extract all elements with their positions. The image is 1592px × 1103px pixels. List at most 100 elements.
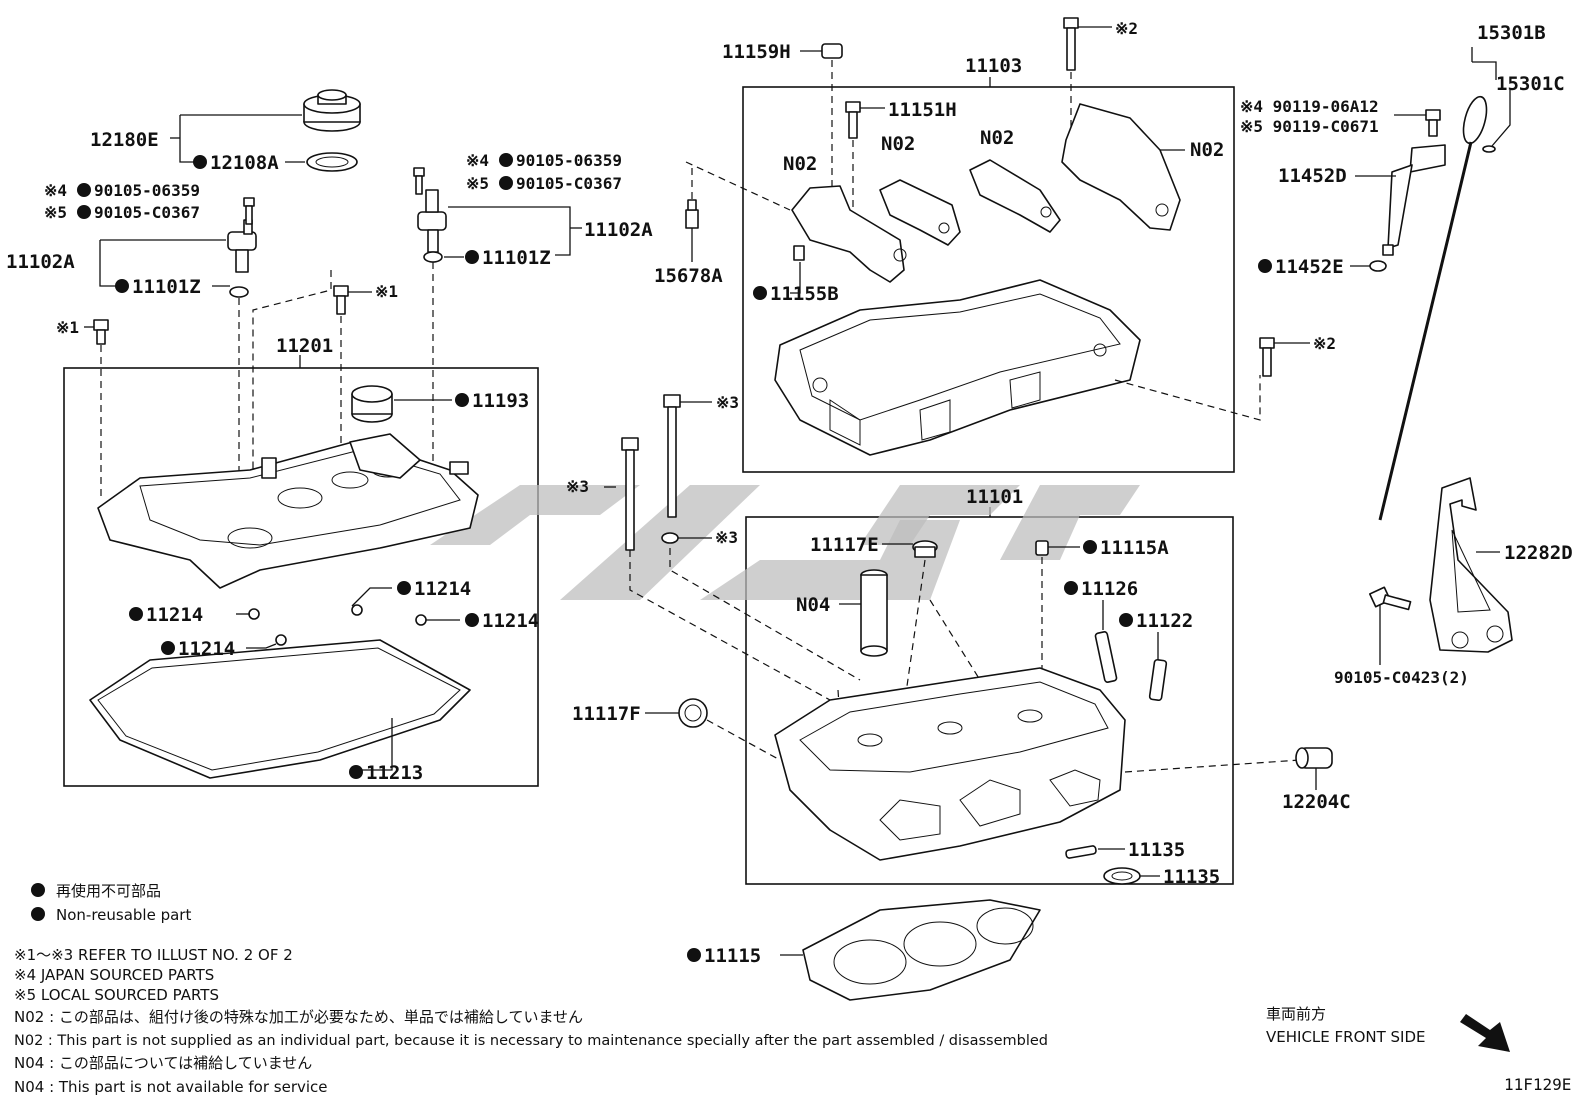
- nonreusable-dot-icon: [455, 393, 469, 407]
- vehicle-front-arrow-icon: [1460, 1014, 1510, 1052]
- pin-11135-icon: [1065, 845, 1097, 859]
- label-11101Z-right[interactable]: 11101Z: [482, 247, 551, 269]
- label-90119-C0671[interactable]: ※5 90119-C0671: [1240, 117, 1379, 136]
- oil-filler-cap-icon: [303, 89, 361, 132]
- label-11101Z-left[interactable]: 11101Z: [132, 276, 201, 298]
- frame-11103: [742, 86, 1235, 473]
- oil-level-gauge-icon: [1378, 95, 1488, 521]
- bolt-90105-C0423-icon: [1368, 586, 1412, 611]
- direction-en: VEHICLE FRONT SIDE: [1266, 1028, 1426, 1046]
- bolt-ref2-right-icon: [1259, 337, 1275, 377]
- bolt-left-sensor-icon: [243, 197, 255, 225]
- legend-dot-jp-icon: [31, 883, 45, 897]
- label-11122[interactable]: 11122: [1136, 610, 1193, 632]
- label-90105-C0423[interactable]: 90105-C0423(2): [1334, 668, 1469, 687]
- nonreusable-dot-icon: [77, 205, 91, 219]
- label-11214-c[interactable]: 11214: [482, 610, 539, 632]
- part-N04-icon: [860, 569, 888, 657]
- sensor-12204C-icon: [1295, 747, 1333, 769]
- bolt-right-sensor-icon: [413, 167, 425, 195]
- bolt-ref2-top-icon: [1063, 17, 1079, 71]
- label-11103[interactable]: 11103: [965, 55, 1022, 77]
- label-11101[interactable]: 11101: [966, 486, 1023, 508]
- label-11201[interactable]: 11201: [276, 335, 333, 357]
- note-5: N02 : This part is not supplied as an in…: [14, 1033, 1048, 1049]
- label-90119-06A12[interactable]: ※4 90119-06A12: [1240, 97, 1379, 116]
- label-ref5-b: ※5: [466, 174, 489, 193]
- watermark: [430, 485, 1140, 600]
- label-11117F[interactable]: 11117F: [572, 703, 641, 725]
- label-11213[interactable]: 11213: [366, 762, 423, 784]
- label-15301C[interactable]: 15301C: [1496, 73, 1565, 95]
- label-90105-C0367-left[interactable]: 90105-C0367: [94, 203, 200, 222]
- pin-11115A-icon: [1035, 540, 1049, 556]
- frame-11201: [63, 367, 539, 787]
- bracket-12282D-icon: [1429, 477, 1513, 653]
- seal-11135-icon: [1103, 867, 1141, 885]
- nonreusable-dot-icon: [397, 581, 411, 595]
- label-ref5-a: ※5: [44, 203, 67, 222]
- label-11214-a[interactable]: 11214: [414, 578, 471, 600]
- label-ref2-top: ※2: [1115, 19, 1138, 38]
- label-11155B[interactable]: 11155B: [770, 283, 839, 305]
- label-11115A[interactable]: 11115A: [1100, 537, 1169, 559]
- label-ref3-b: ※3: [566, 477, 589, 496]
- label-ref1-a: ※1: [56, 318, 79, 337]
- pin-11155B-icon: [793, 245, 805, 261]
- label-11193[interactable]: 11193: [472, 390, 529, 412]
- label-ref3-c: ※3: [715, 528, 738, 547]
- nonreusable-dot-icon: [499, 176, 513, 190]
- o-ring-left-icon: [229, 286, 249, 298]
- note-6: N04 : この部品については補給していません: [14, 1054, 312, 1072]
- cylinder-head-cover-icon: [97, 433, 479, 589]
- illustration-code: 11F129E: [1504, 1075, 1571, 1094]
- label-ref4-a: ※4: [44, 181, 67, 200]
- legend-dot-en-icon: [31, 907, 45, 921]
- label-11159H[interactable]: 11159H: [722, 41, 791, 63]
- label-n02-c: N02: [980, 127, 1014, 149]
- guide-11126-icon: [1094, 631, 1118, 683]
- label-90105-06359-left[interactable]: 90105-06359: [94, 181, 200, 200]
- oil-filler-gasket-icon: [306, 152, 358, 172]
- cylinder-head-gasket-icon: [802, 899, 1041, 1001]
- nonreusable-dot-icon: [465, 613, 479, 627]
- label-12180E[interactable]: 12180E: [90, 129, 159, 151]
- label-11151H[interactable]: 11151H: [888, 99, 957, 121]
- label-15678A[interactable]: 15678A: [654, 265, 723, 287]
- label-90105-06359-right[interactable]: 90105-06359: [516, 151, 622, 170]
- label-11126[interactable]: 11126: [1081, 578, 1138, 600]
- label-n02-d: N02: [1190, 139, 1224, 161]
- label-12204C[interactable]: 12204C: [1282, 791, 1351, 813]
- label-11135-a[interactable]: 11135: [1128, 839, 1185, 861]
- label-n04: N04: [796, 594, 830, 616]
- label-n02-b: N02: [881, 133, 915, 155]
- nonreusable-dot-icon: [115, 279, 129, 293]
- bolt-ref1-mid-icon: [333, 285, 349, 315]
- camshaft-housing-icon: [774, 279, 1141, 456]
- label-12108A[interactable]: 12108A: [210, 152, 279, 174]
- nonreusable-dot-icon: [161, 641, 175, 655]
- label-11452D[interactable]: 11452D: [1278, 165, 1347, 187]
- label-11115[interactable]: 11115: [704, 945, 761, 967]
- camshaft-position-sensor-left-icon: [227, 219, 257, 273]
- guide-11122-icon: [1148, 658, 1168, 702]
- label-11452E[interactable]: 11452E: [1275, 256, 1344, 278]
- cylinder-head-icon: [774, 667, 1126, 861]
- note-1: ※1～※3 REFER TO ILLUST NO. 2 OF 2: [14, 946, 293, 964]
- label-15301B[interactable]: 15301B: [1477, 22, 1546, 44]
- label-11102A-left[interactable]: 11102A: [6, 251, 75, 273]
- label-12282D[interactable]: 12282D: [1504, 542, 1573, 564]
- head-bolt-long-icon: [621, 394, 681, 551]
- label-11117E[interactable]: 11117E: [810, 534, 879, 556]
- label-11214-b[interactable]: 11214: [146, 604, 203, 626]
- note-2: ※4 JAPAN SOURCED PARTS: [14, 966, 214, 984]
- label-90105-C0367-right[interactable]: 90105-C0367: [516, 174, 622, 193]
- label-11102A-right[interactable]: 11102A: [584, 219, 653, 241]
- camshaft-position-sensor-right-icon: [417, 189, 447, 253]
- label-11214-d[interactable]: 11214: [178, 638, 235, 660]
- label-11135-b[interactable]: 11135: [1163, 866, 1220, 888]
- oil-filler-seal-icon: [351, 385, 393, 423]
- bolt-90119-icon: [1425, 109, 1441, 137]
